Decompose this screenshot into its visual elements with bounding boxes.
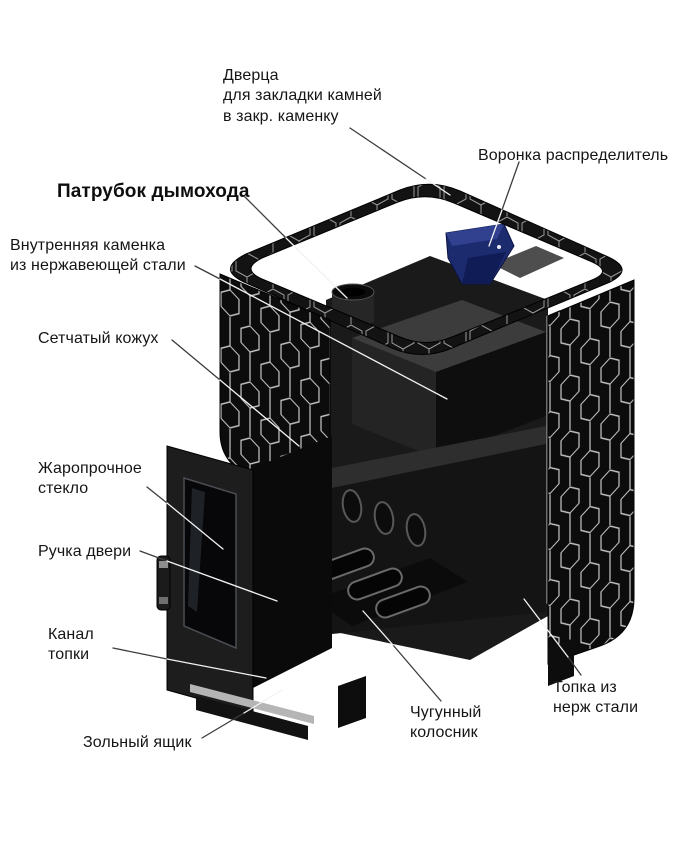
mesh-casing-right — [547, 279, 635, 665]
label-line: в закр. каменку — [223, 107, 339, 125]
label-line: нерж стали — [553, 699, 639, 717]
door-side-channel — [253, 436, 332, 688]
label-line: Жаропрочное — [38, 460, 142, 477]
label-line: стекло — [38, 480, 89, 498]
glass-reflection — [188, 488, 205, 612]
label-heat-glass: Жаропрочное стекло — [38, 459, 142, 500]
label-chimney-pipe: Патрубок дымохода — [57, 180, 250, 204]
label-line: Патрубок дымохода — [57, 181, 250, 202]
distributor-funnel-part — [445, 223, 515, 285]
label-line: из нержавеющей стали — [10, 257, 186, 275]
callout-grate — [362, 610, 442, 702]
label-line: Ручка двери — [38, 543, 132, 560]
label-line: Дверца — [223, 67, 279, 84]
top-cut-face — [492, 246, 564, 278]
callout-lines — [112, 127, 582, 739]
label-cast-grate: Чугунный колосник — [410, 703, 481, 744]
cast-iron-grate-part — [319, 547, 431, 619]
label-line: Топка из — [553, 679, 617, 696]
label-mesh-casing: Сетчатый кожух — [38, 329, 159, 349]
label-line: Чугунный — [410, 704, 482, 721]
label-inner-heater: Внутренняя каменка из нержавеющей стали — [10, 236, 186, 277]
label-line: топки — [48, 646, 90, 664]
label-firebox-channel: Канал топки — [48, 625, 94, 666]
label-funnel: Воронка распределитель — [478, 146, 668, 166]
label-line: Сетчатый кожух — [38, 330, 159, 347]
label-line: Воронка распределитель — [478, 147, 669, 164]
firebox-door-part — [156, 436, 332, 715]
label-steel-firebox: Топка из нерж стали — [553, 678, 638, 719]
callout-stone-door — [349, 127, 451, 196]
top-rim — [230, 183, 623, 355]
callout-inner-heater — [194, 265, 448, 400]
label-line: Внутренняя каменка — [10, 237, 166, 254]
label-stone-door: Дверца для закладки камней в закр. камен… — [223, 66, 382, 127]
stove-foot-center — [338, 676, 366, 728]
callout-chimney — [244, 196, 348, 299]
label-line: Зольный ящик — [83, 734, 192, 751]
callout-funnel — [488, 161, 520, 247]
callout-mesh-casing — [171, 339, 300, 447]
callout-ash-box — [201, 689, 283, 739]
stove-foot-right — [548, 638, 574, 686]
chamber-shelf — [332, 426, 546, 488]
grate-floor — [314, 558, 468, 626]
label-ash-box: Зольный ящик — [83, 733, 192, 753]
label-door-handle: Ручка двери — [38, 542, 131, 562]
label-line: колосник — [410, 724, 478, 742]
firebox-vents — [341, 489, 427, 547]
door-handle-part — [156, 555, 171, 611]
callout-channel — [112, 647, 267, 679]
ash-box-part — [190, 684, 314, 740]
label-line: Канал — [48, 626, 94, 643]
callout-glass — [146, 486, 224, 550]
callout-handle — [139, 550, 278, 602]
stove-body — [156, 183, 635, 740]
callout-steel-firebox — [523, 598, 582, 676]
label-line: для закладки камней — [223, 87, 382, 105]
